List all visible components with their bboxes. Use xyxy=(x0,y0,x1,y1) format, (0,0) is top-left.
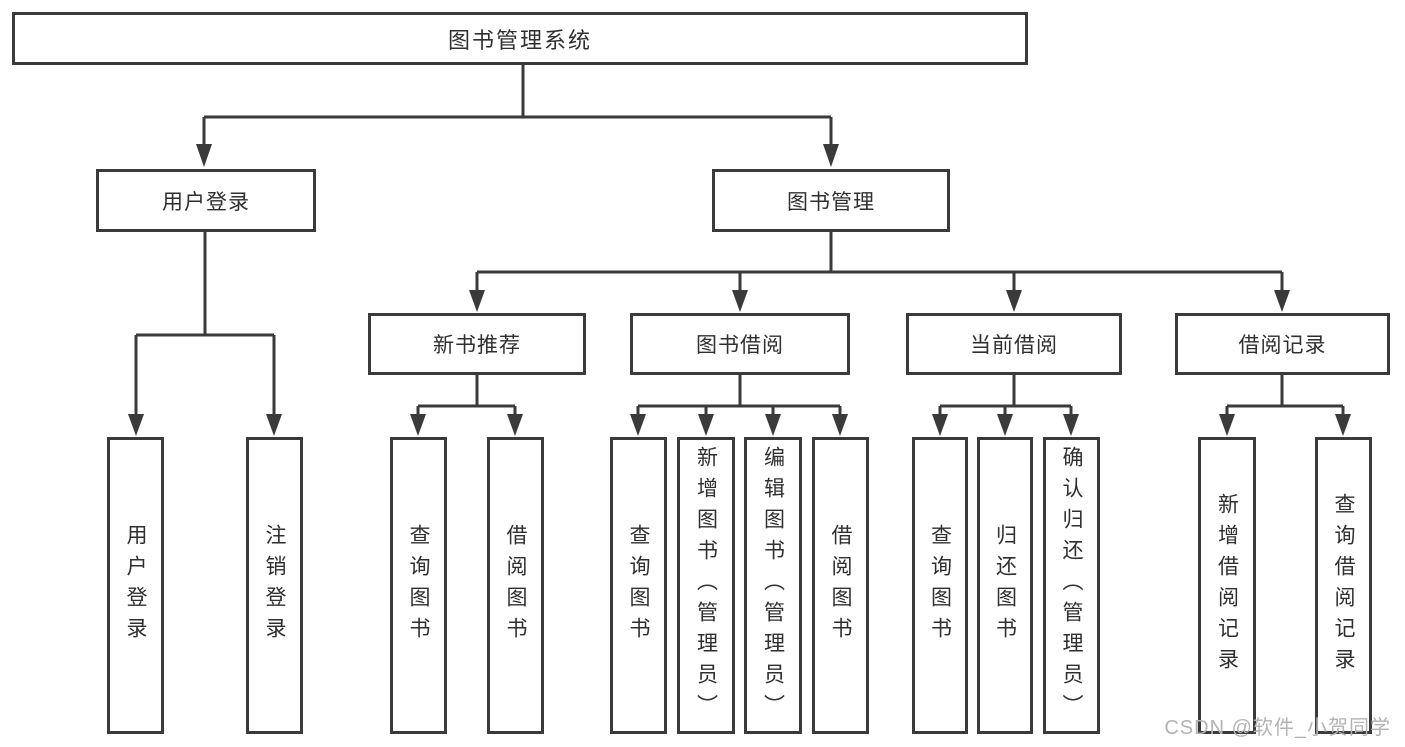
leaf-user-login-label: 用户登录 xyxy=(124,523,148,648)
node-user-login: 用户登录 xyxy=(96,169,316,232)
node-book-management-label: 图书管理 xyxy=(787,190,875,214)
node-current-borrowing: 当前借阅 xyxy=(906,313,1122,375)
leaf-edit-books-admin: 编辑图书（管理员） xyxy=(744,437,802,734)
leaf-borrow-books-recommend: 借阅图书 xyxy=(487,437,544,734)
node-borrowing-records: 借阅记录 xyxy=(1175,313,1390,375)
node-new-book-recommendation: 新书推荐 xyxy=(368,313,586,375)
leaf-query-books-recommend: 查询图书 xyxy=(390,437,447,734)
leaf-query-books-current: 查询图书 xyxy=(912,437,968,734)
leaf-return-books: 归还图书 xyxy=(977,437,1033,734)
leaf-logout-login-label: 注销登录 xyxy=(263,523,287,648)
leaf-add-books-admin-label: 新增图书（管理员） xyxy=(694,446,718,725)
node-library-system: 图书管理系统 xyxy=(12,12,1028,65)
leaf-add-borrow-record-label: 新增借阅记录 xyxy=(1215,492,1239,679)
leaf-query-books-borrowing: 查询图书 xyxy=(610,437,667,734)
leaf-borrow-books-borrowing: 借阅图书 xyxy=(812,437,869,734)
node-borrowing-records-label: 借阅记录 xyxy=(1238,334,1327,357)
leaf-logout-login: 注销登录 xyxy=(246,437,303,734)
leaf-query-books-borrowing-label: 查询图书 xyxy=(627,523,651,648)
leaf-user-login: 用户登录 xyxy=(107,437,164,734)
watermark-text: CSDN @软件_小贺同学 xyxy=(1164,717,1391,739)
leaf-borrow-books-borrowing-label: 借阅图书 xyxy=(829,523,853,648)
leaf-query-borrow-record-label: 查询借阅记录 xyxy=(1332,492,1356,679)
leaf-edit-books-admin-label: 编辑图书（管理员） xyxy=(761,446,785,725)
node-new-book-recommendation-label: 新书推荐 xyxy=(433,334,521,357)
node-book-management: 图书管理 xyxy=(712,169,950,232)
leaf-return-books-label: 归还图书 xyxy=(993,523,1017,648)
node-library-system-label: 图书管理系统 xyxy=(447,27,592,53)
leaf-borrow-books-recommend-label: 借阅图书 xyxy=(504,523,528,648)
leaf-query-borrow-record: 查询借阅记录 xyxy=(1315,437,1372,734)
node-current-borrowing-label: 当前借阅 xyxy=(970,334,1058,357)
leaf-add-borrow-record: 新增借阅记录 xyxy=(1198,437,1256,734)
leaf-query-books-recommend-label: 查询图书 xyxy=(407,523,431,648)
node-book-borrowing-label: 图书借阅 xyxy=(696,334,784,357)
leaf-confirm-return-admin-label: 确认归还（管理员） xyxy=(1060,446,1084,725)
leaf-confirm-return-admin: 确认归还（管理员） xyxy=(1043,437,1100,734)
node-user-login-label: 用户登录 xyxy=(162,190,250,214)
node-book-borrowing: 图书借阅 xyxy=(630,313,850,375)
leaf-query-books-current-label: 查询图书 xyxy=(928,523,952,648)
leaf-add-books-admin: 新增图书（管理员） xyxy=(677,437,735,734)
